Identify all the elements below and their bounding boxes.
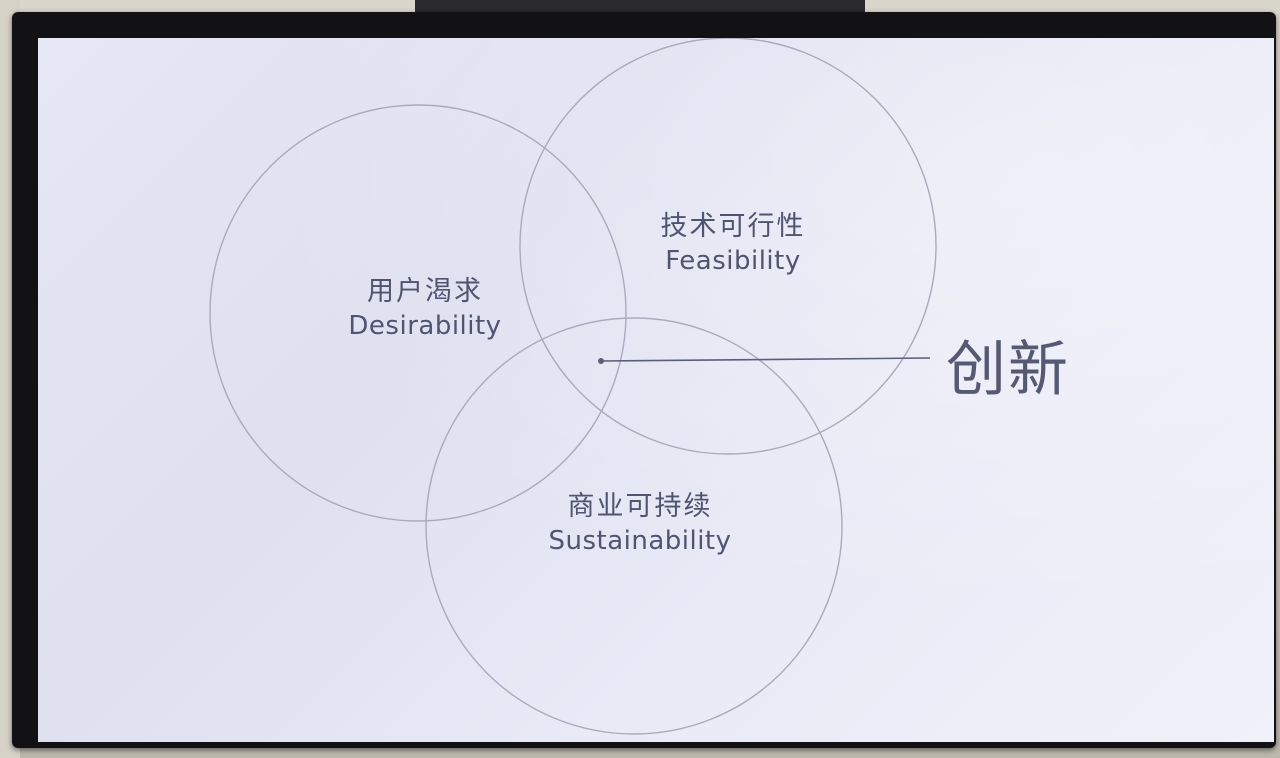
label-desirability: 用户渴求 Desirability	[330, 275, 520, 343]
desirability-en: Desirability	[348, 311, 502, 341]
innovation-pointer-line	[600, 357, 931, 362]
innovation-pointer-dot	[598, 358, 604, 364]
circle-sustainability	[425, 317, 843, 735]
venn-diagram	[209, 38, 937, 735]
label-feasibility: 技术可行性 Feasibility	[638, 210, 828, 278]
feasibility-en: Feasibility	[665, 246, 801, 276]
screen-glare	[38, 38, 1274, 742]
tv-bezel: 用户渴求 Desirability 技术可行性 Feasibility 商业可持…	[12, 12, 1276, 748]
circle-desirability	[209, 104, 627, 522]
innovation-label: 创新	[946, 335, 1070, 405]
circle-feasibility	[519, 38, 937, 455]
label-sustainability: 商业可持续 Sustainability	[535, 490, 745, 558]
feasibility-zh: 技术可行性	[660, 211, 806, 242]
desirability-zh: 用户渴求	[367, 276, 483, 307]
sustainability-en: Sustainability	[548, 526, 732, 556]
sustainability-zh: 商业可持续	[567, 491, 713, 522]
tv-screen: 用户渴求 Desirability 技术可行性 Feasibility 商业可持…	[38, 38, 1274, 742]
